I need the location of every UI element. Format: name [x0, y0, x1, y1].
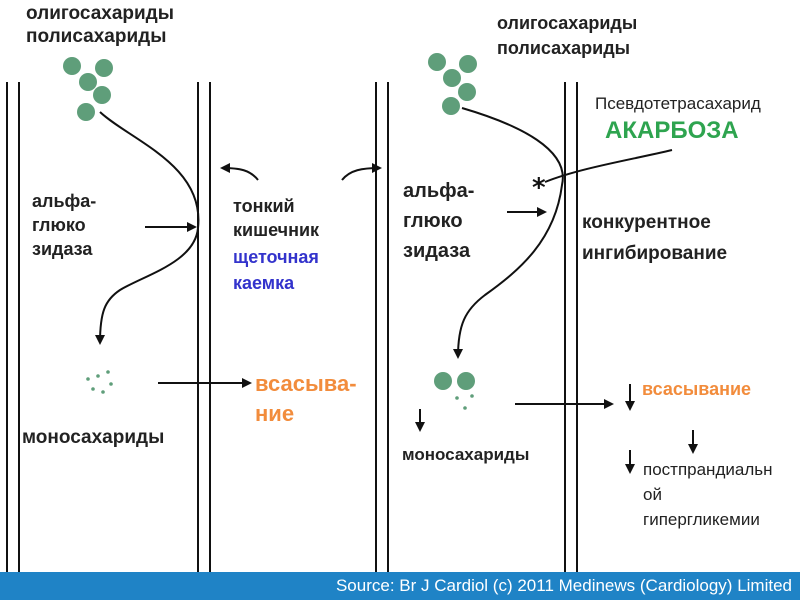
right-monosaccharides-label: моносахариды — [402, 445, 530, 464]
right-flow-arrow — [453, 107, 564, 359]
right-mono-balls — [434, 372, 475, 410]
small-intestine-line2: кишечник — [233, 220, 320, 240]
left-mono-dots — [86, 370, 113, 394]
source-text: Source: Br J Cardiol (c) 2011 Medinews (… — [335, 576, 792, 595]
left-oligosaccharides-label: олигосахариды — [26, 3, 174, 24]
left-enzyme-line2: глюко — [32, 215, 86, 235]
left-sugar-balls — [63, 57, 113, 121]
brush-border-line2: каемка — [233, 273, 295, 293]
small-intestine-line1: тонкий — [233, 196, 295, 216]
competitive-inhibition-line1: конкурентное — [582, 212, 711, 233]
left-polysaccharides-label: полисахариды — [26, 26, 167, 47]
left-enzyme-line1: альфа- — [32, 191, 97, 211]
postprandial-line1: постпрандиальн — [643, 460, 773, 479]
brush-border-line1: щеточная — [233, 247, 319, 267]
center-left-curved-arrow — [220, 163, 259, 181]
postprandial-line3: гипергликемии — [643, 510, 760, 529]
acarbose-label: АКАРБОЗА — [605, 117, 739, 144]
right-polysaccharides-label: полисахариды — [497, 38, 631, 58]
competitive-inhibition-line2: ингибирование — [582, 243, 728, 264]
pseudotetrasaccharide-label: Псевдотетрасахарид — [595, 94, 761, 113]
right-sugar-balls — [428, 53, 477, 115]
source-footer: Source: Br J Cardiol (c) 2011 Medinews (… — [0, 572, 800, 600]
intestine-walls — [6, 82, 578, 572]
acarbose-arrow — [544, 149, 673, 183]
left-enzyme-line3: зидаза — [32, 239, 93, 259]
left-monosaccharides-label: моносахариды — [22, 427, 165, 448]
right-enzyme-line3: зидаза — [403, 240, 471, 262]
right-oligosaccharides-label: олигосахариды — [497, 13, 638, 33]
left-flow-arrow — [95, 111, 200, 345]
right-enzyme-line1: альфа- — [403, 180, 475, 202]
right-absorption-label: всасывание — [642, 379, 752, 399]
center-right-curved-arrow — [341, 163, 382, 181]
inhibition-star-icon: * — [532, 173, 546, 203]
right-enzyme-line2: глюко — [403, 210, 463, 232]
left-absorption-line1: всасыва- — [255, 371, 357, 396]
left-absorption-line2: ние — [255, 401, 295, 426]
postprandial-line2: ой — [643, 485, 662, 504]
decrease-arrows — [415, 384, 698, 474]
